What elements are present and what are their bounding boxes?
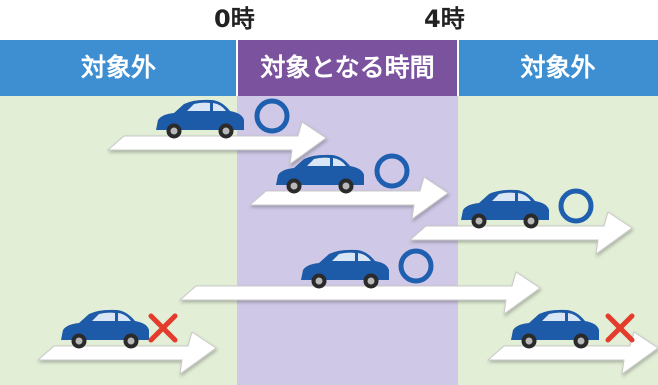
car-icon	[61, 309, 149, 349]
header-outside-right: 対象外	[458, 40, 658, 96]
trip-row	[248, 153, 449, 221]
time-label-0: 0時	[214, 5, 255, 33]
car-icon	[156, 99, 244, 139]
car-icon	[511, 309, 599, 349]
car-icon	[461, 189, 549, 229]
circle-mark-icon	[398, 248, 434, 284]
car-icon	[276, 154, 364, 194]
header-target-period: 対象となる時間	[237, 40, 458, 96]
circle-mark-icon	[558, 188, 594, 224]
arrow-icon	[408, 211, 633, 256]
header-divider-right	[457, 40, 459, 96]
trip-row	[106, 98, 327, 166]
car-icon	[301, 249, 389, 289]
cross-mark-icon	[605, 313, 635, 343]
trip-row	[486, 309, 658, 376]
time-label-4: 4時	[424, 5, 465, 33]
header-divider-left	[236, 40, 238, 96]
arrow-icon	[178, 271, 541, 316]
cross-mark-icon	[148, 313, 178, 343]
header-outside-left: 対象外	[0, 40, 237, 96]
circle-mark-icon	[374, 153, 410, 189]
arrow-icon	[106, 121, 327, 166]
trip-row	[36, 309, 217, 376]
trip-row	[408, 188, 633, 256]
circle-mark-icon	[254, 98, 290, 134]
trip-row	[178, 248, 541, 316]
